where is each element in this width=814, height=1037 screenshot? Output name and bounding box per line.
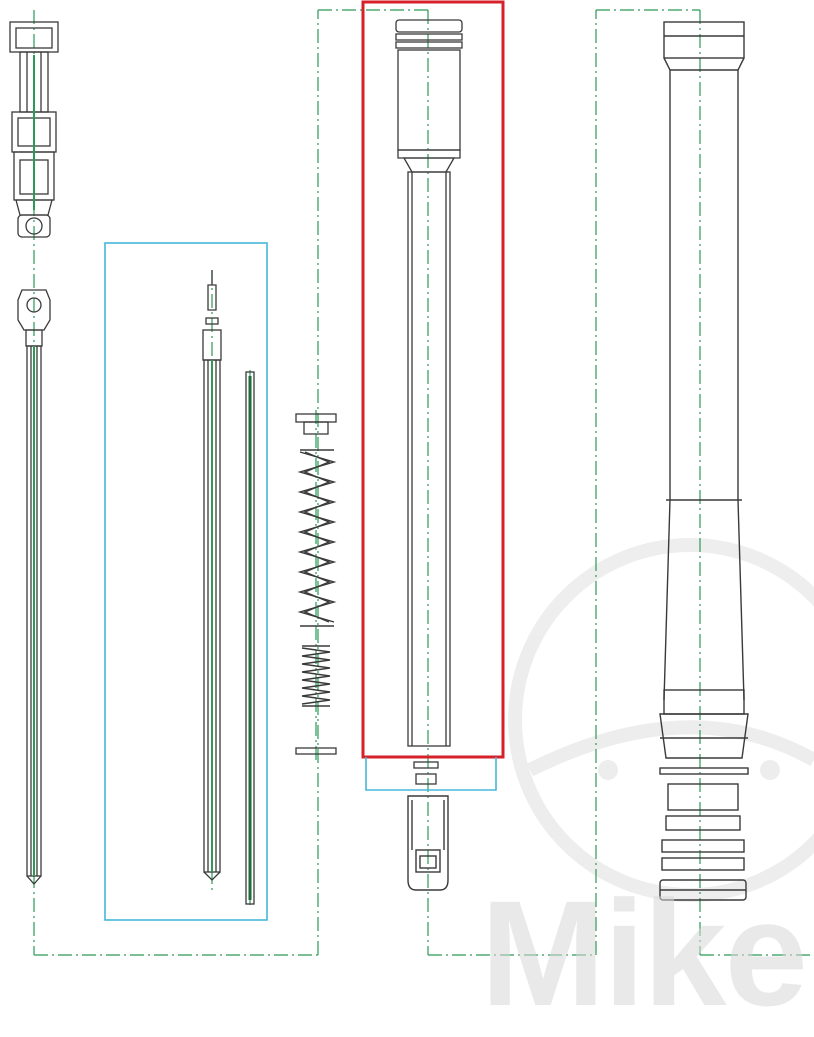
- axle-foot[interactable]: [407, 795, 449, 891]
- highlight-box[interactable]: [361, 0, 505, 759]
- watermark-logo: [508, 538, 814, 902]
- spring-washer: [295, 747, 337, 755]
- connection-lines: [33, 9, 814, 956]
- spring-cap: [295, 413, 337, 435]
- outer-tube[interactable]: [395, 19, 463, 747]
- spring-rod: [245, 371, 255, 905]
- leg-seals: [659, 767, 749, 901]
- rod-group-frame: [104, 242, 268, 921]
- outer-leg[interactable]: [659, 21, 749, 759]
- exploded-diagram: Mike: [9, 0, 814, 1028]
- bottom-washers: [413, 761, 439, 785]
- tube-bottom-frame: [365, 757, 497, 791]
- secondary-spring: [301, 645, 331, 707]
- main-spring: [297, 449, 337, 627]
